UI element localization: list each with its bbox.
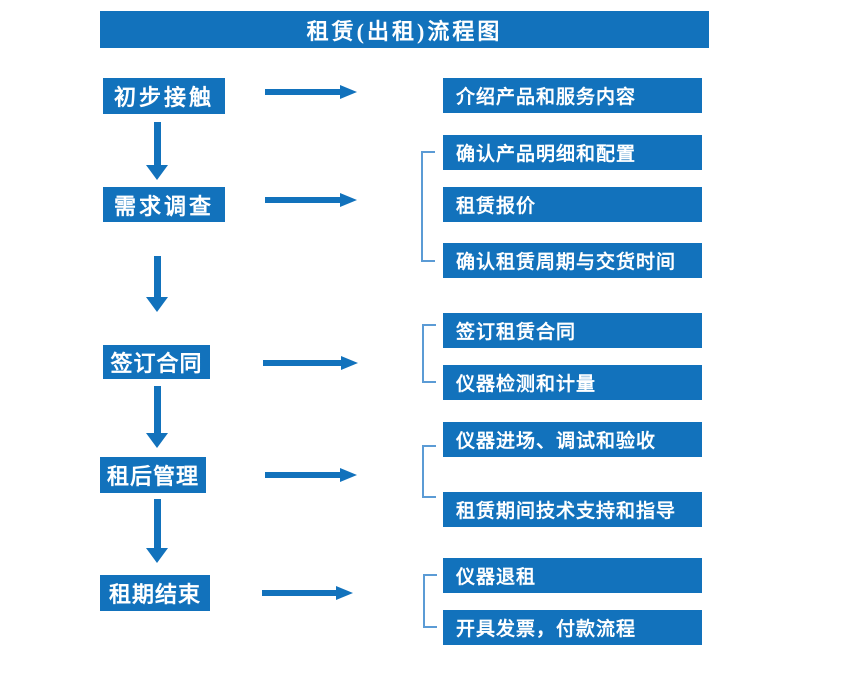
step-box-post-rental-management: 租后管理: [100, 457, 206, 493]
arrow-head: [336, 586, 353, 600]
detail-box: 仪器检测和计量: [443, 365, 702, 400]
step-box-initial-contact: 初步接触: [103, 78, 225, 114]
detail-box: 仪器进场、调试和验收: [443, 422, 702, 457]
arrow-head: [340, 193, 357, 207]
arrow-head: [340, 468, 357, 482]
detail-box: 开具发票，付款流程: [443, 610, 702, 645]
detail-box: 介绍产品和服务内容: [443, 78, 702, 113]
arrow-down-icon: [146, 122, 168, 180]
arrow-shaft: [265, 197, 340, 203]
step-label: 签订合同: [110, 351, 203, 376]
group-bracket-icon: [422, 324, 436, 383]
page-title: 租赁(出租)流程图: [306, 18, 503, 44]
arrow-head: [341, 356, 358, 370]
arrow-down-icon: [146, 499, 168, 563]
arrow-shaft: [262, 590, 336, 596]
step-label: 初步接触: [113, 85, 214, 110]
detail-label: 确认产品明细和配置: [456, 144, 637, 165]
title-bar: 租赁(出租)流程图: [100, 11, 709, 48]
arrow-right-icon: [265, 468, 357, 482]
group-bracket-icon: [421, 151, 435, 262]
detail-label: 租赁报价: [456, 196, 537, 217]
arrow-down-icon: [146, 256, 168, 312]
arrow-head: [146, 165, 168, 180]
detail-label: 开具发票，付款流程: [456, 619, 637, 640]
arrow-down-icon: [146, 386, 168, 448]
arrow-shaft: [265, 472, 340, 478]
detail-label: 介绍产品和服务内容: [456, 87, 637, 108]
detail-label: 租赁期间技术支持和指导: [456, 501, 677, 522]
arrow-shaft: [153, 122, 161, 165]
detail-box: 签订租赁合同: [443, 313, 702, 348]
arrow-shaft: [153, 386, 161, 433]
step-label: 租后管理: [106, 464, 199, 489]
step-label: 需求调查: [113, 193, 214, 219]
detail-box: 租赁期间技术支持和指导: [443, 492, 702, 527]
arrow-shaft: [153, 256, 161, 297]
step-box-demand-survey: 需求调查: [103, 187, 225, 222]
arrow-right-icon: [263, 356, 358, 370]
detail-box: 确认产品明细和配置: [443, 135, 702, 170]
arrow-shaft: [263, 360, 341, 366]
detail-label: 仪器退租: [456, 567, 537, 588]
arrow-head: [146, 297, 168, 312]
detail-box: 租赁报价: [443, 187, 702, 222]
arrow-shaft: [153, 499, 161, 548]
detail-box: 仪器退租: [443, 558, 702, 593]
step-label: 租期结束: [108, 582, 201, 607]
group-bracket-icon: [422, 445, 436, 498]
detail-label: 仪器检测和计量: [456, 374, 597, 395]
detail-label: 仪器进场、调试和验收: [456, 431, 657, 452]
detail-box: 确认租赁周期与交货时间: [443, 243, 702, 278]
arrow-head: [146, 433, 168, 448]
step-box-rental-end: 租期结束: [100, 575, 210, 611]
step-box-sign-contract: 签订合同: [103, 345, 210, 379]
arrow-head: [340, 85, 357, 99]
detail-label: 签订租赁合同: [456, 322, 577, 343]
arrow-shaft: [265, 89, 340, 95]
arrow-right-icon: [262, 586, 353, 600]
arrow-head: [146, 548, 168, 563]
group-bracket-icon: [423, 574, 437, 628]
arrow-right-icon: [265, 193, 357, 207]
detail-label: 确认租赁周期与交货时间: [456, 252, 677, 273]
arrow-right-icon: [265, 85, 357, 99]
